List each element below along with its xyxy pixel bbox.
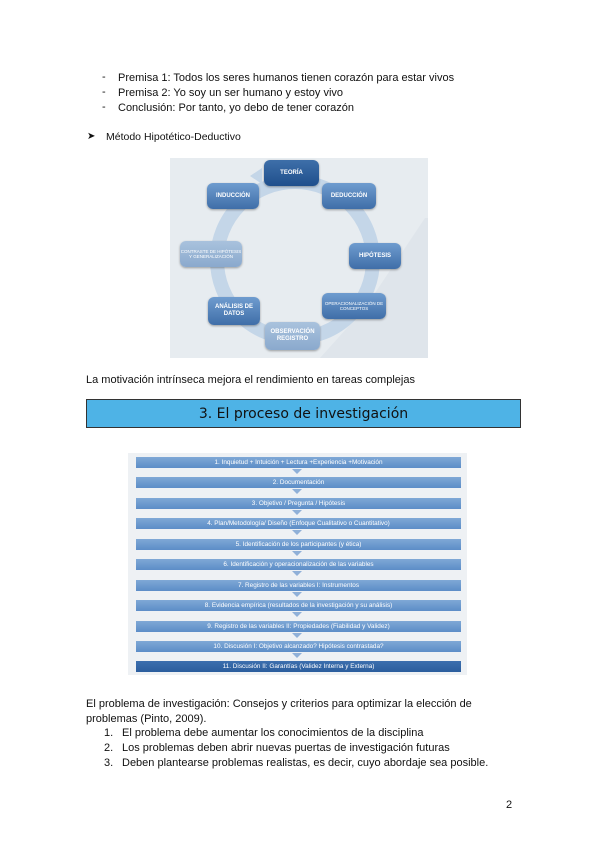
problem-intro-line1: El problema de investigación: Consejos y… <box>86 698 472 710</box>
process-step-8: 8. Evidencia empírica (resultados de la … <box>136 600 461 611</box>
chevron-down-icon <box>292 571 302 576</box>
process-step-11: 11. Discusión II: Garantías (Validez Int… <box>136 661 461 672</box>
list-item-number: 2. <box>104 742 114 754</box>
premise-marker: - <box>102 71 106 83</box>
node-analisis: ANÁLISIS DE DATOS <box>208 297 260 325</box>
chevron-down-icon <box>292 551 302 556</box>
chevron-down-icon <box>292 612 302 617</box>
list-item: Deben plantearse problemas realistas, es… <box>122 757 489 769</box>
page-number: 2 <box>506 799 513 811</box>
process-step-10: 10. Discusión I: Objetivo alcanzado? Hip… <box>136 641 461 652</box>
process-step-2: 2. Documentación <box>136 477 461 488</box>
node-teoria: TEORÍA <box>264 160 319 186</box>
premise-marker: - <box>102 86 106 98</box>
chevron-down-icon <box>292 592 302 597</box>
section-title-banner: 3. El proceso de investigación <box>86 399 521 428</box>
list-item-number: 1. <box>104 727 114 739</box>
process-step-5: 5. Identificación de los participantes (… <box>136 539 461 550</box>
process-step-6: 6. Identificación y operacionalización d… <box>136 559 461 570</box>
node-observacion: OBSERVACIÓN REGISTRO <box>265 322 320 350</box>
node-deduccion: DEDUCCIÓN <box>322 183 376 209</box>
node-induccion: INDUCCIÓN <box>207 183 259 209</box>
process-step-4: 4. Plan/Metodología/ Diseño (Enfoque Cua… <box>136 518 461 529</box>
list-item: El problema debe aumentar los conocimien… <box>122 727 424 739</box>
process-step-7: 7. Registro de las variables I: Instrume… <box>136 580 461 591</box>
research-process-steps: 1. Inquietud + Intuición + Lectura +Expe… <box>128 453 467 675</box>
process-step-3: 3. Objetivo / Pregunta / Hipótesis <box>136 498 461 509</box>
process-step-9: 9. Registro de las variables II: Propied… <box>136 621 461 632</box>
motivation-text: La motivación intrínseca mejora el rendi… <box>86 374 415 386</box>
chevron-down-icon <box>292 489 302 494</box>
node-contraste: CONTRASTE DE HIPÓTESIS Y GENERALIZACIÓN <box>180 241 242 267</box>
node-hipotesis: HIPÓTESIS <box>349 243 401 269</box>
method-label: Método Hipotético-Deductivo <box>106 131 241 143</box>
chevron-down-icon <box>292 653 302 658</box>
list-item-number: 3. <box>104 757 114 769</box>
section-title: 3. El proceso de investigación <box>198 405 409 422</box>
chevron-down-icon <box>292 510 302 515</box>
process-step-1: 1. Inquietud + Intuición + Lectura +Expe… <box>136 457 461 468</box>
conclusion: Conclusión: Por tanto, yo debo de tener … <box>118 102 355 114</box>
premise-2: Premisa 2: Yo soy un ser humano y estoy … <box>118 87 344 99</box>
chevron-down-icon <box>292 633 302 638</box>
premise-1: Premisa 1: Todos los seres humanos tiene… <box>118 72 455 84</box>
chevron-down-icon <box>292 530 302 535</box>
problem-intro-line2: problemas (Pinto, 2009). <box>86 713 207 725</box>
arrow-bullet-icon: ➤ <box>87 131 96 142</box>
chevron-down-icon <box>292 469 302 474</box>
premise-marker: - <box>102 101 106 113</box>
list-item: Los problemas deben abrir nuevas puertas… <box>122 742 450 754</box>
hypothetico-deductive-cycle-diagram: TEORÍA DEDUCCIÓN HIPÓTESIS OPERACIONALIZ… <box>170 158 428 358</box>
node-operacionalizacion: OPERACIONALIZACIÓN DE CONCEPTOS <box>322 293 386 319</box>
